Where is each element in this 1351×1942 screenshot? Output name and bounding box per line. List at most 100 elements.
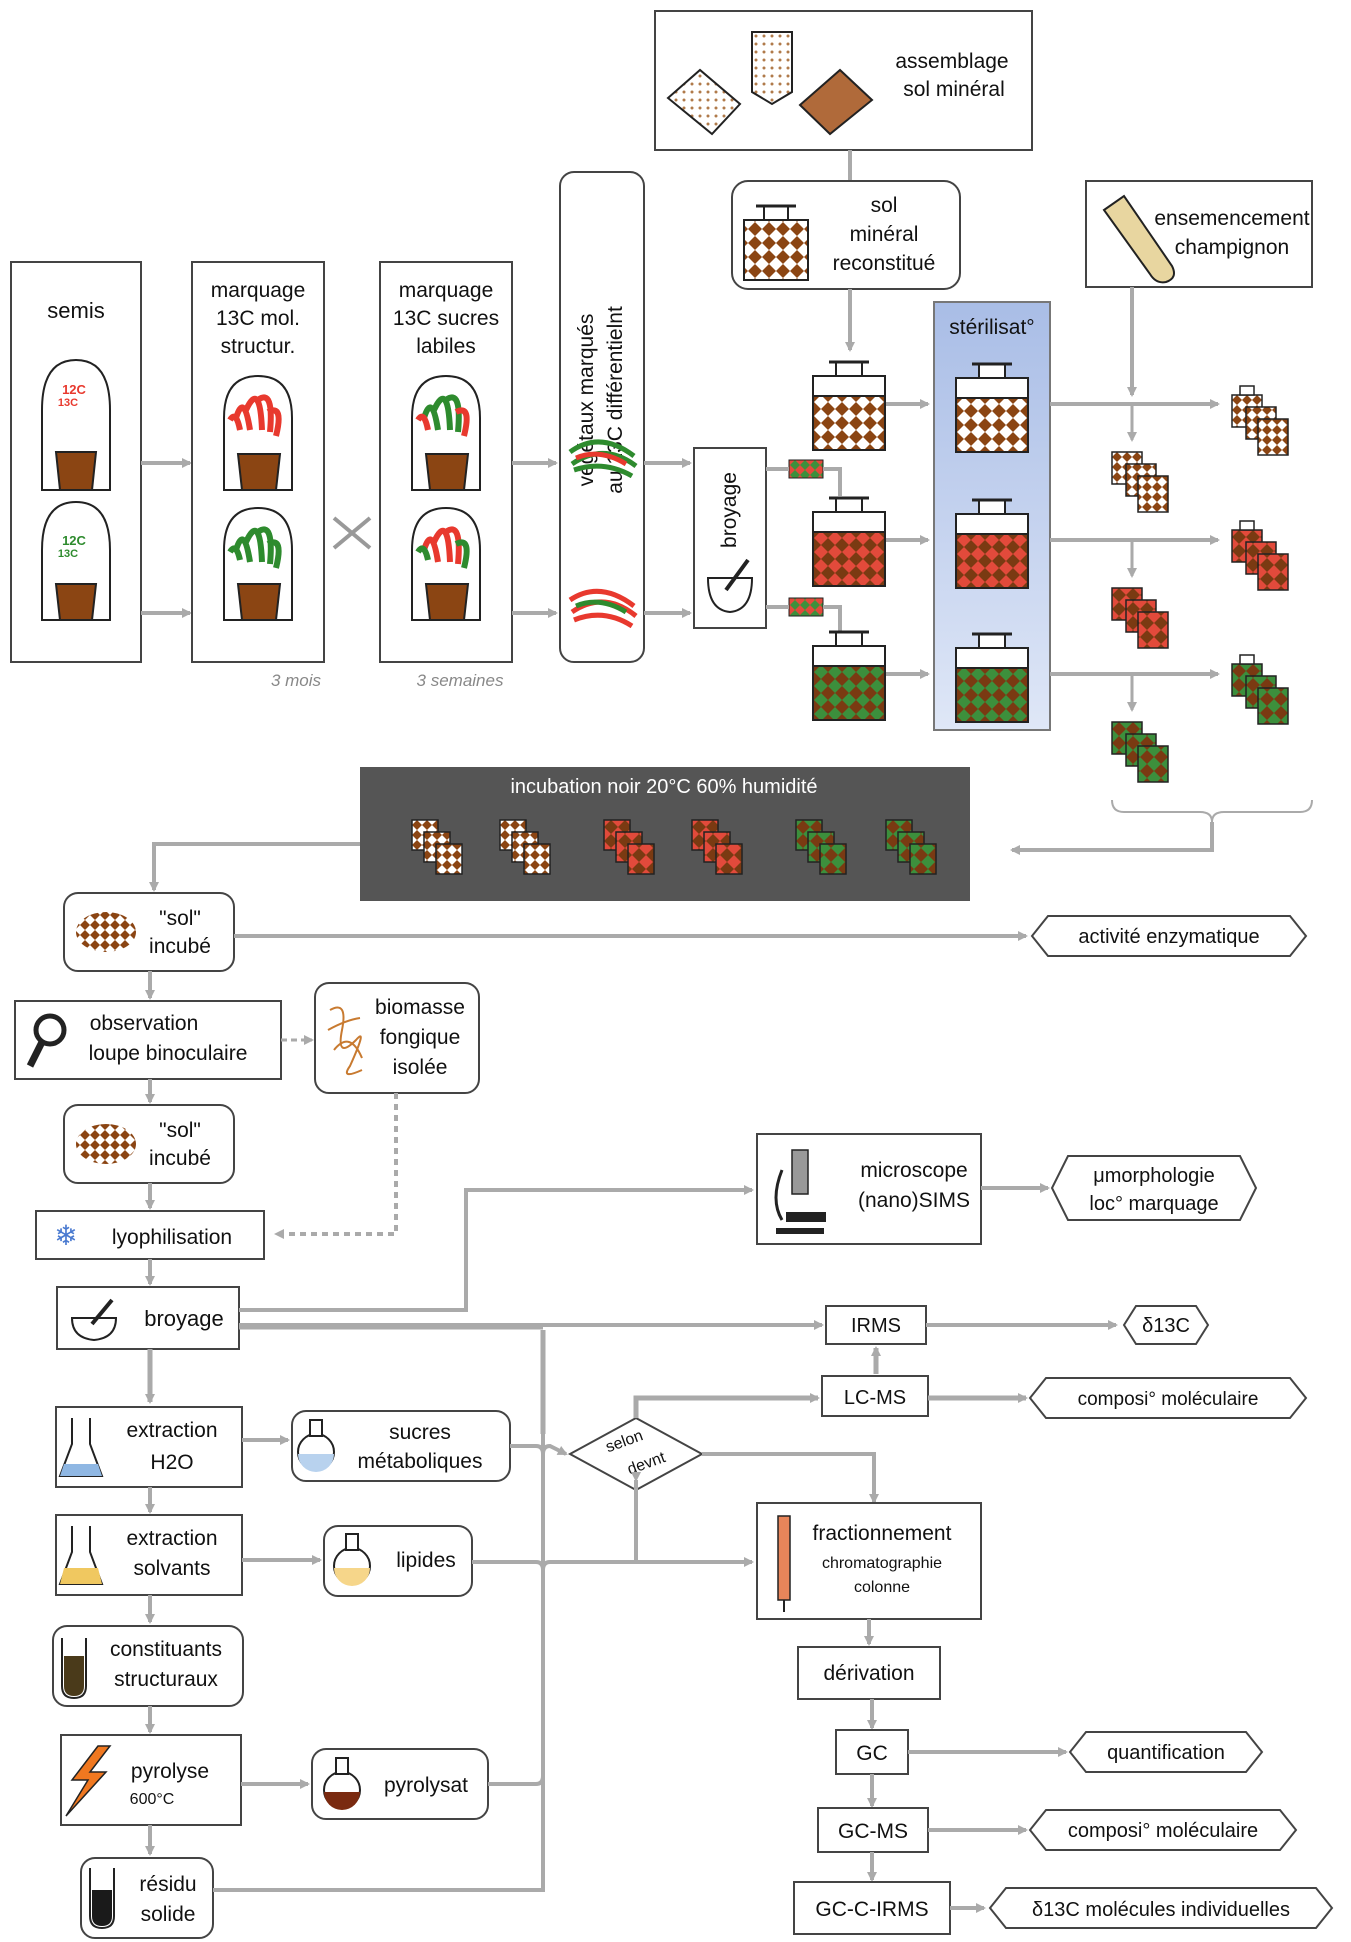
lightning-icon (65, 1745, 112, 1817)
dome-pot-icon: 12C 13C (41, 500, 111, 621)
incubation-title: incubation noir 20°C 60% humidité (510, 776, 817, 798)
residu-line1: résidu (139, 1873, 196, 1896)
biomasse-line1: biomasse (375, 996, 465, 1019)
mixed-plant-dome-icon (411, 506, 481, 621)
extraction-solvants-box: extraction solvants (55, 1514, 243, 1596)
fractionnement-line2: chromatographie (822, 1555, 942, 1572)
sol-label-1: sol (871, 194, 898, 217)
soil-jar-green (955, 632, 1029, 723)
extraction-h2o-box: extraction H2O (55, 1406, 243, 1488)
incubation-panel: incubation noir 20°C 60% humidité (360, 767, 970, 901)
ensemencement-label-2: champignon (1175, 236, 1289, 259)
pyrolysat-label: pyrolysat (384, 1774, 468, 1797)
extraction-solv-line1: extraction (126, 1527, 217, 1550)
marquage2-line3: labiles (416, 335, 476, 358)
connector (766, 467, 842, 496)
mortar-icon (70, 1298, 118, 1342)
marquage-sucres-box: marquage 13C sucres labiles (379, 261, 513, 663)
round-flask-icon (297, 1419, 335, 1472)
gccirms-label: GC-C-IRMS (815, 1898, 928, 1921)
output-composi-lcms: composi° moléculaire (1028, 1377, 1308, 1419)
soil-jar-brown (955, 362, 1029, 453)
derivation-label: dérivation (823, 1662, 914, 1685)
gcms-label: GC-MS (838, 1820, 908, 1843)
output-umorphologie: μmorphologie loc° marquage (1050, 1155, 1258, 1221)
sucres-line1: sucres (389, 1421, 451, 1444)
lyophilisation-box: ❄ lyophilisation (35, 1210, 265, 1260)
snowflake-icon: ❄ (54, 1219, 77, 1252)
duration-3-semaines: 3 semaines (417, 671, 504, 690)
connector (149, 842, 360, 892)
mixed-leaves-icon (568, 439, 638, 479)
sol-incube-2-line2: incubé (149, 1147, 211, 1170)
lcms-box: LC-MS (821, 1375, 929, 1417)
constituants-box: constituants structuraux (52, 1625, 244, 1707)
sol-incube-2-line1: "sol" (159, 1119, 201, 1142)
round-flask-icon (333, 1533, 371, 1586)
d13c-molecules-label: δ13C molécules individuelles (1032, 1899, 1290, 1921)
extraction-h2o-line2: H2O (150, 1451, 193, 1474)
activite-label: activité enzymatique (1078, 926, 1259, 948)
gcms-box: GC-MS (817, 1807, 929, 1853)
connector-dashed (274, 1093, 398, 1239)
marquage1-line3: structur. (221, 335, 296, 358)
jar-stack-inoculated-green (1111, 721, 1169, 783)
red-leaves-icon (568, 588, 638, 629)
connector (1010, 822, 1214, 855)
flask-icon (58, 1526, 104, 1585)
flask-icon (58, 1418, 104, 1477)
jar-stack-red (1231, 520, 1289, 591)
connector (633, 1393, 820, 1418)
constituants-line1: constituants (110, 1638, 222, 1661)
sol-reconstitue-box: sol minéral reconstitué (731, 180, 961, 290)
svg-text:13C: 13C (58, 548, 78, 560)
green-plant-dome-icon (223, 506, 293, 621)
jar-stack-brown (1231, 385, 1289, 456)
sterilisation-label: stérilisat° (949, 316, 1034, 339)
svg-text:12C: 12C (62, 533, 86, 548)
jar-stack-green (885, 819, 937, 875)
lipides-label: lipides (396, 1549, 456, 1572)
lyophilisation-label: lyophilisation (112, 1226, 232, 1249)
ensemencement-box: ensemencement champignon (1085, 180, 1313, 288)
soil-sample-icon (76, 912, 136, 952)
connector (510, 1443, 568, 1456)
test-tube-icon (1102, 194, 1175, 284)
column-icon (777, 1515, 791, 1612)
sucres-box: sucres métaboliques (291, 1410, 511, 1482)
marquage2-line1: marquage (399, 279, 494, 302)
irms-label: IRMS (851, 1315, 901, 1337)
output-d13c-molecules: δ13C molécules individuelles (988, 1887, 1334, 1929)
jar-stack-red (691, 819, 743, 875)
composi-gcms-label: composi° moléculaire (1068, 1820, 1258, 1842)
gc-box: GC (835, 1729, 909, 1775)
umorpho-line1: μmorphologie (1093, 1165, 1215, 1187)
sol-incube-1-line1: "sol" (159, 907, 201, 930)
connector (472, 1557, 754, 1571)
d13c-label: δ13C (1142, 1315, 1190, 1337)
fractionnement-line1: fractionnement (813, 1522, 952, 1545)
connector (230, 1434, 545, 1892)
mortar-icon (706, 558, 754, 614)
microscope-line2: (nano)SIMS (858, 1189, 970, 1212)
sol-incube-box-1: "sol" incubé (63, 892, 235, 972)
marquage1-line1: marquage (211, 279, 306, 302)
fractionnement-line3: colonne (854, 1579, 910, 1596)
biomasse-line2: fongique (380, 1026, 461, 1049)
output-composi-gcms: composi° moléculaire (1028, 1809, 1298, 1851)
assemblage-box: assemblage sol minéral (654, 10, 1033, 151)
observation-line2: loupe binoculaire (89, 1042, 248, 1065)
pyrolyse-line2: 600°C (130, 1791, 175, 1808)
ensemencement-label-1: ensemencement (1154, 207, 1309, 230)
extraction-h2o-line1: extraction (126, 1419, 217, 1442)
biomasse-box: biomasse fongique isolée (314, 982, 480, 1094)
fungal-mycelium-icon (327, 1006, 363, 1076)
magnifier-icon (26, 1013, 67, 1068)
soil-jar-green (812, 630, 886, 721)
soil-jar-red (812, 496, 886, 587)
pyrolyse-line1: pyrolyse (131, 1760, 209, 1783)
jar-stack-red (603, 819, 655, 875)
sucres-line2: métaboliques (358, 1450, 483, 1473)
pyrolyse-box: pyrolyse 600°C (60, 1734, 242, 1826)
